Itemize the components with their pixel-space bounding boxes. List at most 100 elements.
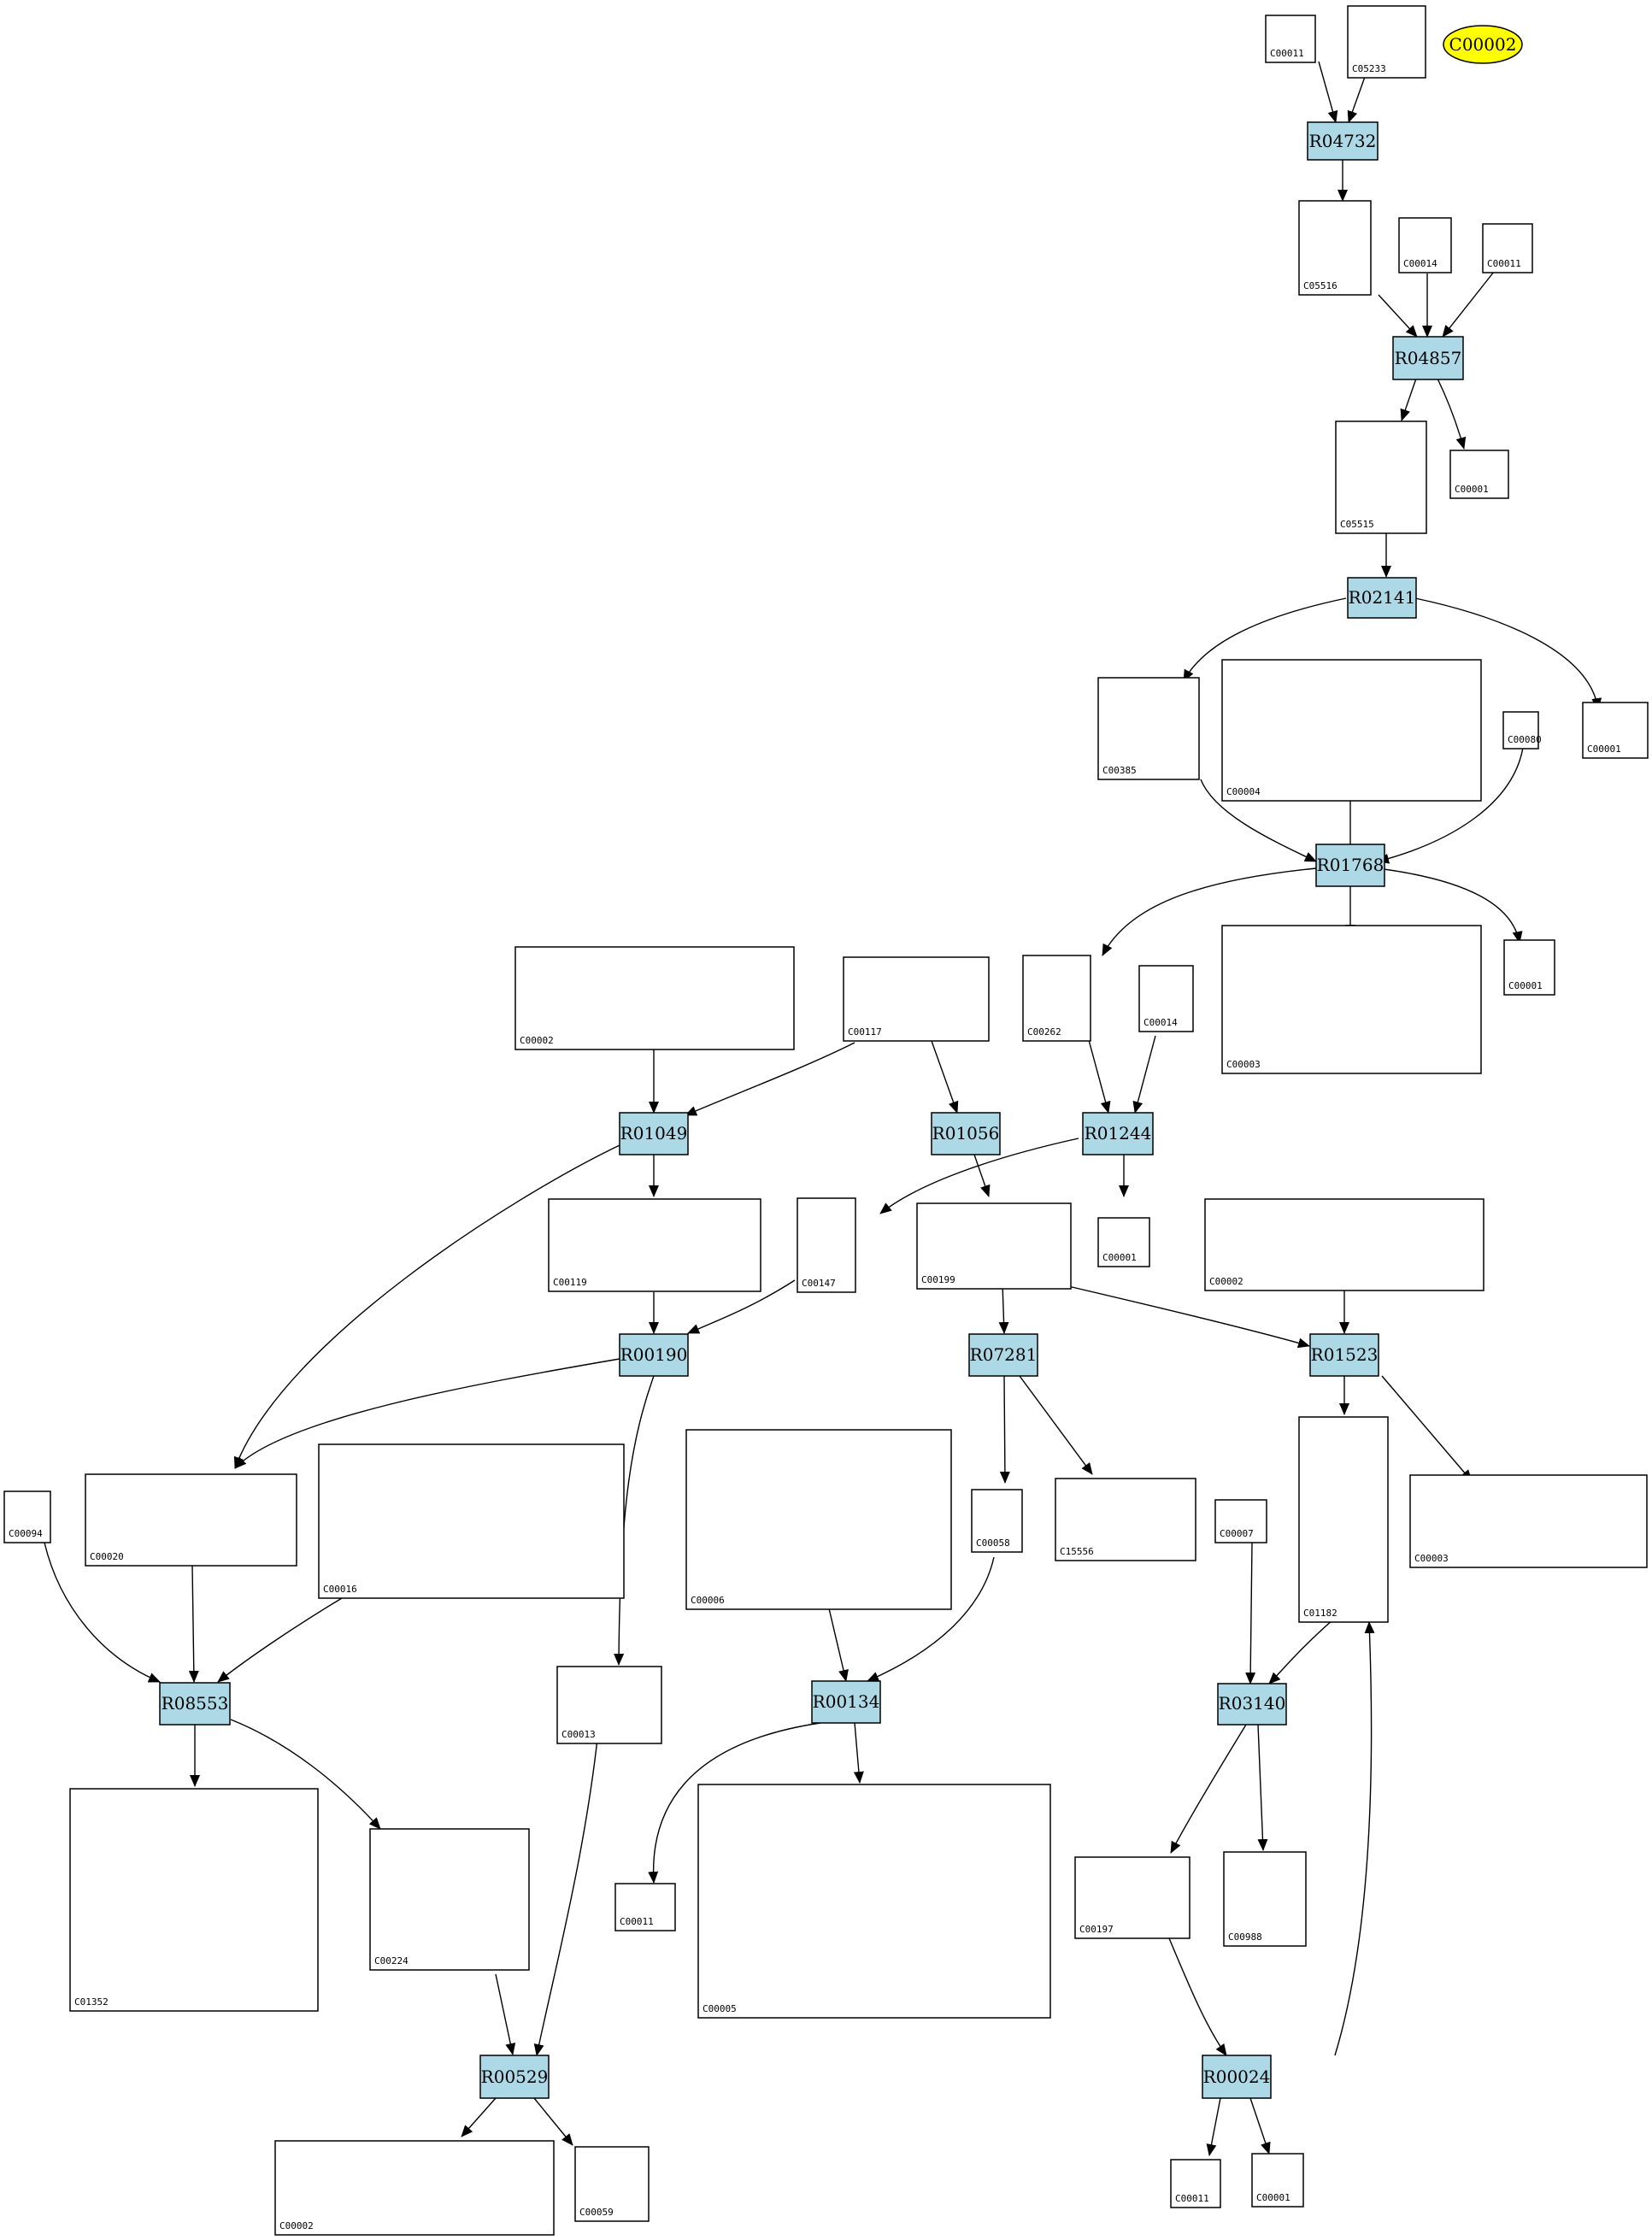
reaction-node[interactable]: R08553 — [159, 1682, 231, 1726]
reaction-node[interactable]: R02141 — [1347, 577, 1417, 619]
reaction-node[interactable]: R01768 — [1315, 844, 1385, 887]
compound-node[interactable]: C00117 — [843, 956, 990, 1042]
compound-box — [548, 1198, 761, 1292]
edge — [1206, 2097, 1221, 2156]
compound-node[interactable]: C00003 — [1221, 925, 1482, 1074]
compound-label: C00385 — [1102, 765, 1137, 776]
compound-box — [1398, 217, 1452, 273]
edge — [1400, 378, 1417, 421]
compound-box — [1298, 200, 1372, 296]
compound-node[interactable]: C00006 — [685, 1429, 952, 1610]
edge — [1200, 779, 1317, 862]
compound-node[interactable]: C05515 — [1335, 420, 1427, 534]
compound-label: C00117 — [848, 1026, 882, 1038]
compound-node[interactable]: C00262 — [1022, 955, 1091, 1042]
reaction-node[interactable]: R00529 — [479, 2055, 550, 2099]
edge — [998, 1283, 1009, 1334]
edge — [687, 1279, 796, 1334]
compound-node[interactable]: C00011 — [1265, 15, 1316, 63]
compound-node[interactable]: C00003 — [1409, 1474, 1648, 1568]
compound-node[interactable]: C00080 — [1502, 711, 1542, 750]
compound-box — [1221, 925, 1482, 1074]
reaction-label: R02141 — [1349, 587, 1416, 608]
compound-node[interactable]: C00004 — [1221, 659, 1482, 802]
compound-box — [614, 1883, 676, 1931]
compound-node[interactable]: C00011 — [1170, 2159, 1221, 2208]
reaction-node[interactable]: R04732 — [1307, 121, 1379, 161]
compound-node[interactable]: C00224 — [369, 1828, 530, 1971]
compound-box — [797, 1197, 856, 1293]
reaction-node[interactable]: R00024 — [1202, 2055, 1272, 2099]
reaction-label: R00134 — [813, 1691, 880, 1712]
compound-node[interactable]: C00013 — [556, 1666, 662, 1744]
edge — [1245, 1542, 1256, 1684]
compound-label: C00058 — [976, 1537, 1010, 1549]
compound-node[interactable]: C00001 — [1251, 2153, 1304, 2208]
compound-node[interactable]: C00119 — [548, 1198, 761, 1292]
reaction-node[interactable]: R03140 — [1217, 1683, 1287, 1726]
compound-box — [1138, 965, 1194, 1032]
compound-node[interactable]: C00002 — [514, 946, 795, 1050]
compound-node[interactable]: C00011 — [1482, 223, 1533, 273]
edge — [1170, 1724, 1247, 1854]
reaction-node[interactable]: R01056 — [931, 1112, 1001, 1155]
edge — [879, 1138, 1079, 1214]
compound-node[interactable]: C00002 — [274, 2140, 555, 2236]
compound-node[interactable]: C00002 — [1204, 1198, 1484, 1291]
compound-node[interactable]: C00014 — [1138, 965, 1194, 1032]
compound-node[interactable]: C00199 — [916, 1202, 1072, 1290]
compound-node[interactable]: C00058 — [971, 1489, 1023, 1553]
compound-label: C00014 — [1403, 258, 1437, 269]
compound-label: C00197 — [1079, 1924, 1114, 1935]
edge — [1249, 2097, 1271, 2155]
compound-label: C05516 — [1303, 280, 1337, 291]
highlight-node[interactable]: C00002 — [1443, 25, 1523, 64]
compound-box — [1503, 939, 1555, 996]
compound-label: C00988 — [1228, 1931, 1262, 1943]
reaction-label: R07281 — [970, 1344, 1038, 1365]
compound-node[interactable]: C05516 — [1298, 200, 1372, 296]
edge — [867, 1556, 995, 1682]
compound-node[interactable]: C00094 — [3, 1490, 51, 1543]
highlight-ellipse — [1443, 25, 1523, 64]
compound-node[interactable]: C00005 — [697, 1784, 1051, 2019]
reaction-node[interactable]: R01049 — [619, 1112, 689, 1155]
edge — [1347, 76, 1366, 123]
compound-node[interactable]: C00001 — [1582, 702, 1649, 759]
compound-node[interactable]: C00020 — [85, 1473, 297, 1567]
compound-node[interactable]: C00001 — [1449, 450, 1509, 499]
compound-node[interactable]: C00001 — [1097, 1217, 1150, 1267]
compound-node[interactable]: C01182 — [1298, 1416, 1389, 1623]
compound-node[interactable]: C00197 — [1074, 1856, 1190, 1939]
compound-box — [1335, 420, 1427, 534]
reaction-node[interactable]: R00190 — [619, 1333, 689, 1377]
edge — [1019, 1375, 1093, 1475]
compound-label: C00199 — [921, 1274, 955, 1285]
compound-node[interactable]: C00011 — [614, 1883, 676, 1931]
compound-node[interactable]: C15556 — [1055, 1478, 1196, 1561]
compound-box — [685, 1429, 952, 1610]
compound-box — [1502, 711, 1539, 750]
compound-box — [1482, 223, 1533, 273]
compound-node[interactable]: C00016 — [318, 1443, 625, 1599]
compound-box — [1347, 5, 1426, 79]
compound-node[interactable]: C01352 — [69, 1788, 319, 2012]
reaction-node[interactable]: R01244 — [1082, 1112, 1154, 1155]
compound-node[interactable]: C00007 — [1214, 1499, 1267, 1543]
compound-node[interactable]: C05233 — [1347, 5, 1426, 79]
reaction-node[interactable]: R07281 — [968, 1333, 1038, 1377]
reaction-label: R01049 — [620, 1123, 688, 1144]
compound-box — [69, 1788, 319, 2012]
compound-box — [369, 1828, 530, 1971]
reaction-node[interactable]: R04857 — [1392, 336, 1464, 380]
compound-node[interactable]: C00385 — [1097, 677, 1200, 780]
compound-box — [1022, 955, 1091, 1042]
compound-node[interactable]: C00988 — [1223, 1851, 1307, 1947]
compound-node[interactable]: C00014 — [1398, 217, 1452, 273]
reaction-node[interactable]: R01523 — [1309, 1333, 1379, 1377]
compound-node[interactable]: C00001 — [1503, 939, 1555, 996]
compound-node[interactable]: C00147 — [797, 1197, 856, 1293]
reaction-node[interactable]: R00134 — [811, 1680, 881, 1724]
compound-box — [971, 1489, 1023, 1553]
compound-node[interactable]: C00059 — [574, 2146, 650, 2222]
